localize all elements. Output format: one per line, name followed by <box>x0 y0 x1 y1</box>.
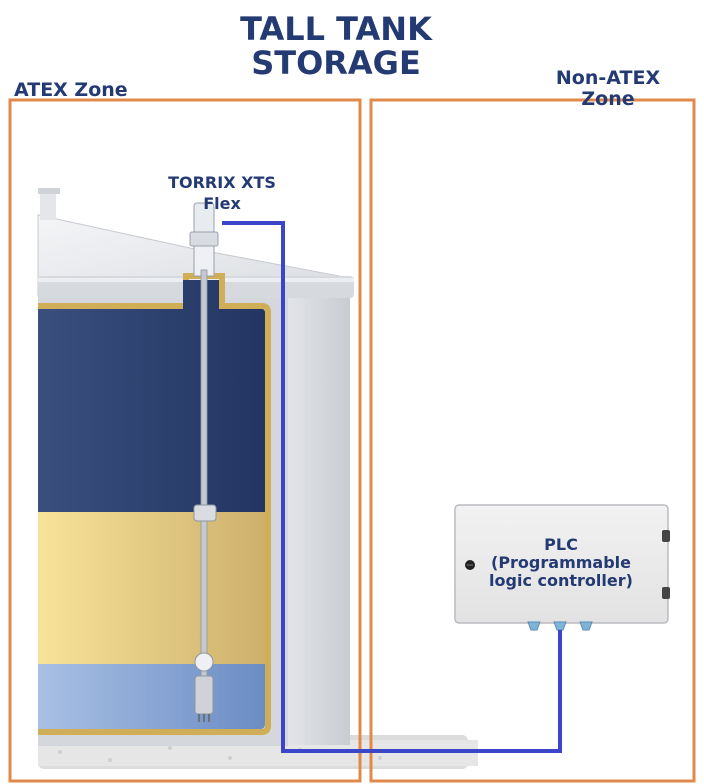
signal-cable <box>222 221 562 753</box>
plc-connectors <box>527 621 593 631</box>
plc-box <box>454 504 670 631</box>
tank-shell <box>282 296 350 745</box>
title-line-1: TALL TANK <box>240 10 432 48</box>
plc-label-line-1: PLC <box>544 535 578 554</box>
plc-label-line-3: logic controller) <box>489 571 633 590</box>
torrix-sensor <box>189 202 219 722</box>
plc-label-line-2: (Programmable <box>491 553 631 572</box>
non-atex-zone-label: Non-ATEX Zone <box>540 68 676 110</box>
plc-mount-top <box>662 530 670 542</box>
probe-weight <box>194 675 214 715</box>
plc-label: PLC (Programmable logic controller) <box>480 536 642 590</box>
upper-liquid-layer <box>38 280 265 512</box>
title-line-2: STORAGE <box>251 44 421 82</box>
level-float <box>194 652 214 672</box>
sensor-label: TORRIX XTS Flex <box>150 172 294 214</box>
middle-liquid-layer <box>38 512 265 664</box>
atex-zone-frame <box>8 98 362 783</box>
non-atex-label-line-2: Zone <box>581 88 635 110</box>
page-title: TALL TANK STORAGE <box>0 12 672 80</box>
sensor-label-line-2: Flex <box>203 194 241 213</box>
liquid-layers <box>38 280 265 729</box>
interface-float <box>193 504 217 522</box>
lower-liquid-layer <box>38 664 265 729</box>
tank-inner-wall <box>38 273 271 735</box>
sensor-rod <box>200 269 208 711</box>
plc-mount-bottom <box>662 587 670 599</box>
atex-zone-label: ATEX Zone <box>14 79 128 101</box>
non-atex-label-line-1: Non-ATEX <box>555 67 661 89</box>
non-atex-zone-frame <box>369 98 696 783</box>
sensor-label-line-1: TORRIX XTS <box>168 173 276 192</box>
